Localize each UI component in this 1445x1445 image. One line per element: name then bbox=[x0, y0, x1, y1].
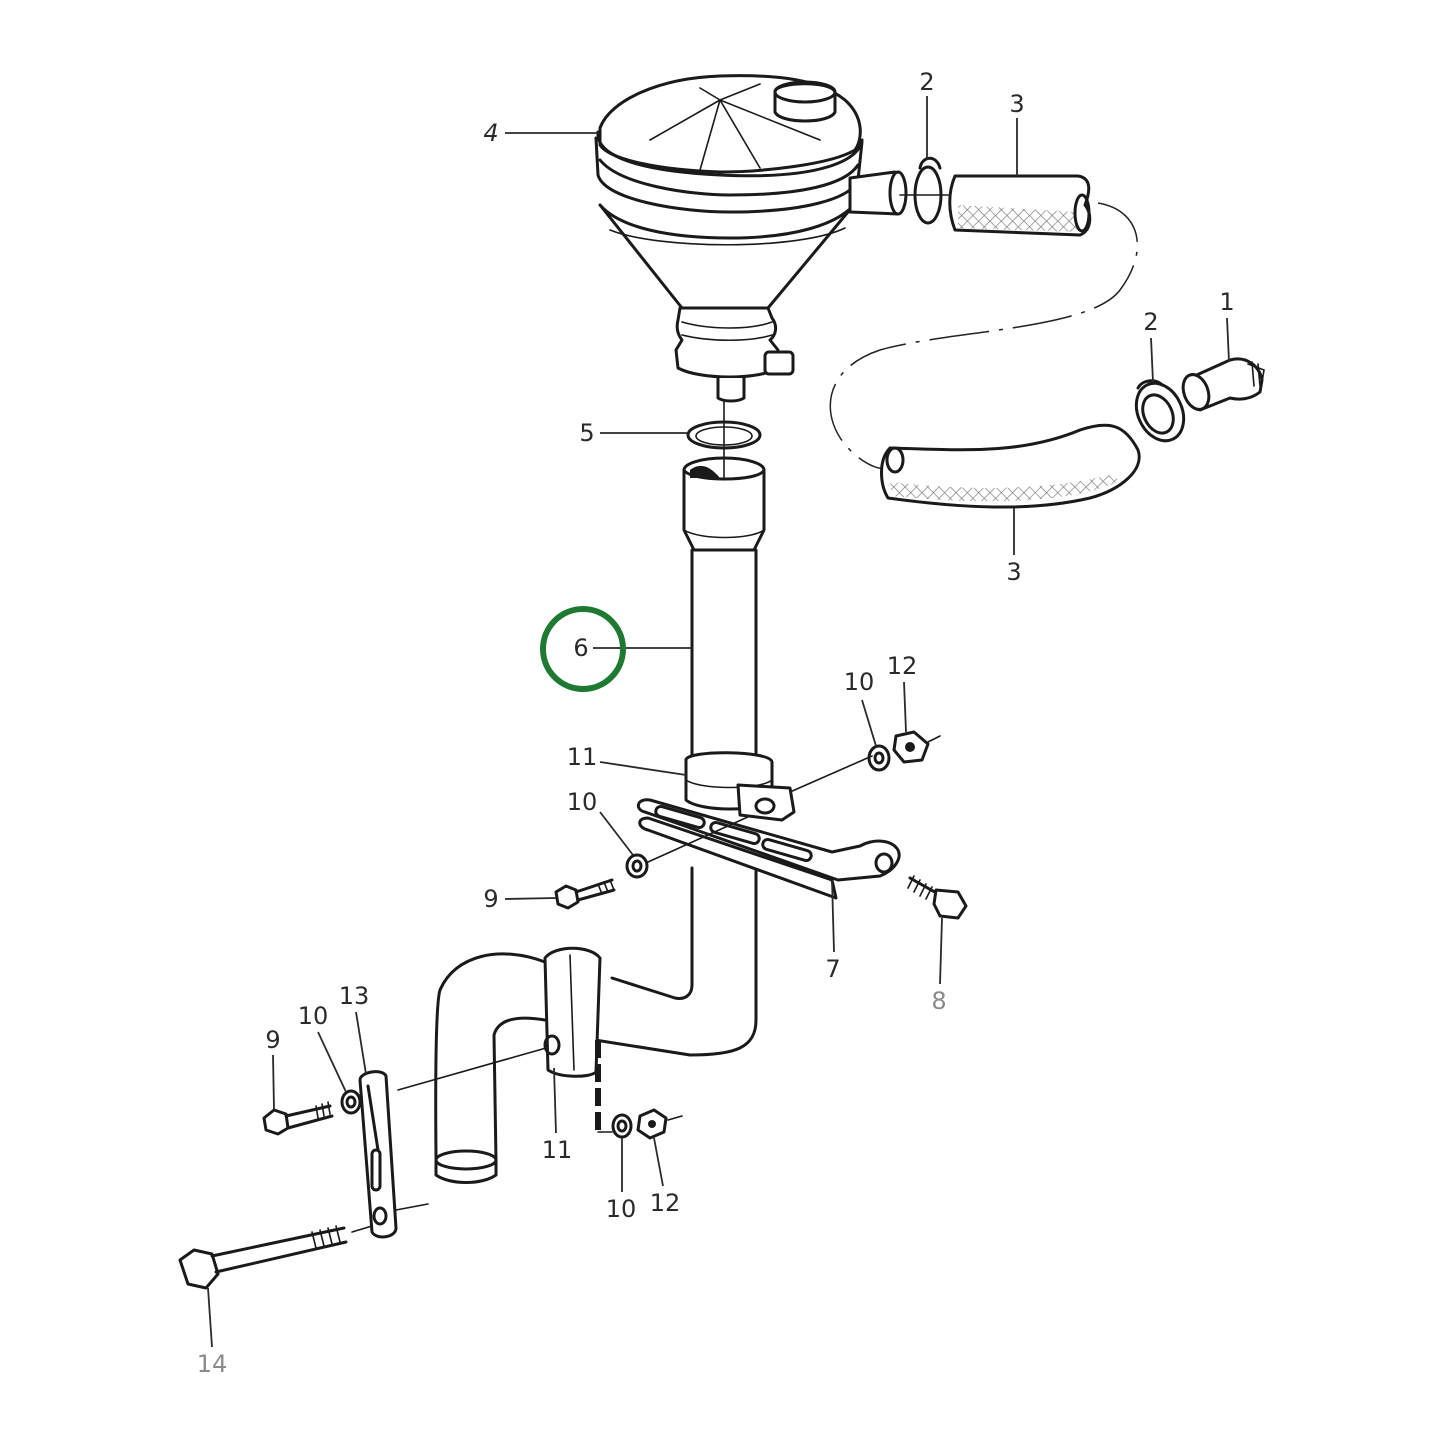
callout-12-upper: 12 bbox=[886, 652, 918, 680]
funnel-reservoir-icon bbox=[594, 74, 908, 403]
callout-7: 7 bbox=[825, 955, 841, 983]
callout-3-lower: 3 bbox=[1006, 558, 1022, 586]
hose-lower-icon bbox=[880, 423, 1141, 509]
washer-upper-right-icon bbox=[867, 744, 891, 772]
callout-11-upper: 11 bbox=[566, 743, 598, 771]
callout-1: 1 bbox=[1219, 288, 1235, 316]
washer-lower-right-icon bbox=[611, 1113, 633, 1139]
hose-clamp-upper-icon bbox=[899, 156, 949, 225]
callout-6[interactable]: 6 bbox=[573, 634, 589, 662]
nut-upper-right-icon bbox=[892, 730, 930, 764]
assembly-lines bbox=[351, 735, 941, 1233]
callout-9-lower: 9 bbox=[265, 1026, 281, 1054]
callout-10-upper-right: 10 bbox=[843, 668, 875, 696]
pipe-clamp-upper-icon bbox=[684, 751, 796, 822]
callout-4: 4 bbox=[483, 119, 499, 147]
callout-3-upper: 3 bbox=[1009, 90, 1025, 118]
washer-mid-left-icon bbox=[625, 853, 649, 879]
strap-bracket-icon bbox=[358, 1070, 398, 1239]
bolt-upper-icon bbox=[554, 878, 616, 910]
callout-13: 13 bbox=[338, 982, 370, 1010]
hose-clamp-lower-icon bbox=[1134, 379, 1186, 443]
o-ring-icon bbox=[686, 399, 762, 481]
callout-12-lower: 12 bbox=[649, 1189, 681, 1217]
long-bolt-icon bbox=[178, 1225, 348, 1290]
callout-10-lower-right: 10 bbox=[605, 1195, 637, 1223]
callout-9-upper: 9 bbox=[483, 885, 499, 913]
angled-fitting-icon bbox=[1181, 357, 1265, 412]
leader-lines bbox=[207, 96, 1230, 1348]
callout-5: 5 bbox=[579, 419, 595, 447]
callout-2-lower: 2 bbox=[1143, 308, 1159, 336]
hose-upper-icon bbox=[948, 174, 1092, 237]
callout-14: 14 bbox=[196, 1350, 228, 1378]
flange-bolt-icon bbox=[907, 875, 968, 920]
washer-lower-left-icon bbox=[340, 1089, 362, 1115]
callout-2-upper: 2 bbox=[919, 68, 935, 96]
filler-pipe-icon bbox=[434, 456, 766, 1184]
hose-routing-line bbox=[829, 202, 1138, 470]
mounting-bracket-icon bbox=[636, 798, 901, 900]
callout-11-lower: 11 bbox=[541, 1136, 573, 1164]
part-6-highlight-ring bbox=[540, 606, 626, 692]
callout-10-lower-left: 10 bbox=[297, 1002, 329, 1030]
callout-10-mid-left: 10 bbox=[566, 788, 598, 816]
nut-lower-right-icon bbox=[636, 1108, 668, 1140]
callout-8: 8 bbox=[931, 987, 947, 1015]
